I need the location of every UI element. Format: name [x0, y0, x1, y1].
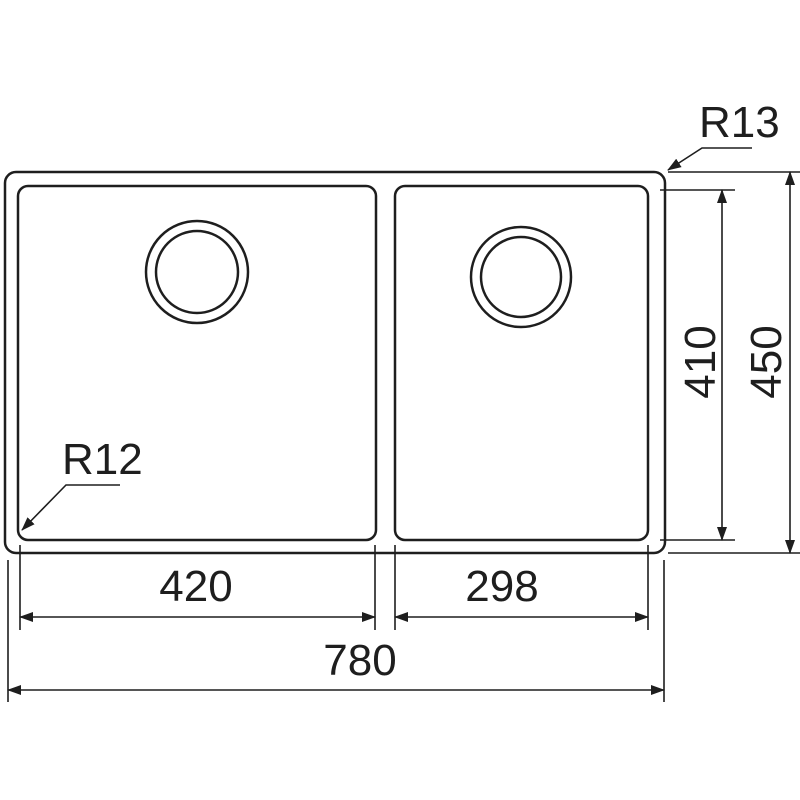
label-r12: R12	[62, 435, 143, 484]
left-bowl	[16, 184, 378, 542]
leader-r12	[21, 484, 120, 531]
left-drain	[144, 219, 250, 325]
label-410: 410	[676, 325, 725, 398]
sink-outer-outline	[3, 170, 667, 555]
label-450: 450	[742, 325, 791, 398]
label-780: 780	[323, 636, 396, 685]
right-bowl	[393, 184, 650, 542]
label-420: 420	[159, 562, 232, 611]
label-r13: R13	[699, 98, 780, 147]
right-drain	[469, 225, 573, 329]
label-298: 298	[465, 562, 538, 611]
leader-r13	[667, 147, 752, 171]
